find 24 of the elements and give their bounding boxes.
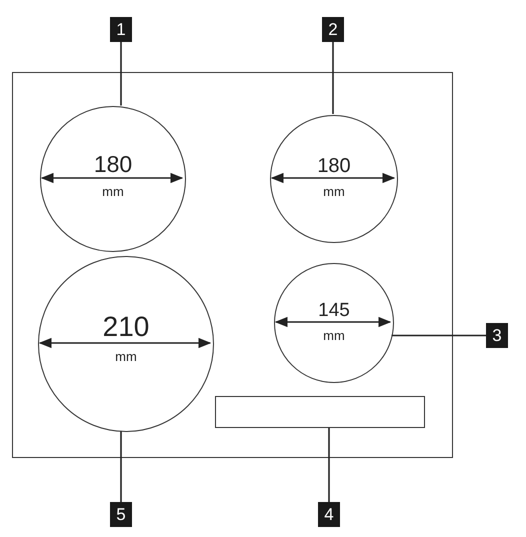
callout-number: 5 [110, 502, 132, 527]
dimension-value: 145 [317, 301, 351, 320]
dimension-value: 180 [316, 156, 352, 176]
dimension-unit: mm [101, 185, 125, 198]
cooking-zone-circle [274, 263, 394, 383]
leader-line [328, 427, 330, 502]
callout-number: 2 [322, 17, 344, 42]
cooking-zone-circle [40, 106, 186, 252]
control-panel [215, 396, 425, 428]
dimension-value: 210 [102, 313, 150, 341]
dimension-unit: mm [322, 185, 346, 198]
leader-line [120, 430, 122, 502]
cooking-zone-circle [270, 115, 398, 243]
callout-number: 1 [110, 17, 132, 42]
leader-line [332, 42, 334, 114]
callout-number: 4 [318, 502, 340, 527]
leader-line [120, 42, 122, 106]
cooking-zone-circle [38, 256, 214, 432]
dimension-unit: mm [322, 329, 346, 342]
dimension-unit: mm [114, 350, 138, 363]
leader-line [391, 334, 486, 336]
dimension-value: 180 [92, 153, 134, 176]
cooktop-outline [12, 72, 453, 458]
callout-number: 3 [486, 323, 508, 348]
